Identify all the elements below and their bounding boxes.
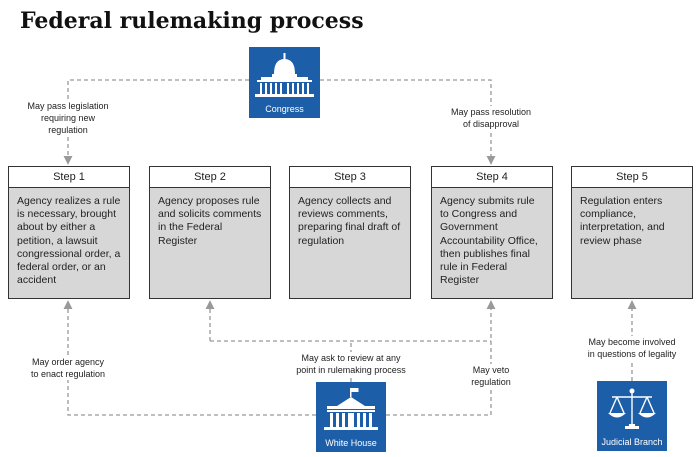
step-1-label: Step 1 — [9, 167, 129, 188]
step-2-label: Step 2 — [150, 167, 270, 188]
white-house-badge: White House — [316, 382, 386, 452]
step-1-box: Step 1 Agency realizes a rule is necessa… — [8, 166, 130, 299]
connector-whitehouse-to-step1 — [63, 300, 316, 416]
connector-whitehouse-review — [210, 301, 491, 382]
label-judicial-to-step5: May become involved in questions of lega… — [585, 336, 679, 360]
label-congress-to-step1: May pass legislation requiring new regul… — [25, 100, 111, 136]
step-2-text: Agency proposes rule and solicits commen… — [158, 195, 262, 247]
label-congress-to-step4: May pass resolution of disapproval — [448, 106, 534, 130]
label-whitehouse-review: May ask to review at any point in rulema… — [294, 352, 408, 376]
step-4-box: Step 4 Agency submits rule to Congress a… — [431, 166, 553, 299]
step-3-box: Step 3 Agency collects and reviews comme… — [289, 166, 411, 299]
step-2-box: Step 2 Agency proposes rule and solicits… — [149, 166, 271, 299]
judicial-branch-label: Judicial Branch — [601, 437, 663, 447]
step-5-label: Step 5 — [572, 167, 692, 188]
congress-badge: Congress — [249, 47, 320, 118]
step-3-label: Step 3 — [290, 167, 410, 188]
step-5-box: Step 5 Regulation enters compliance, int… — [571, 166, 693, 299]
congress-label: Congress — [265, 104, 304, 114]
connector-whitehouse-to-step4 — [386, 300, 496, 416]
step-4-text: Agency submits rule to Congress and Gove… — [440, 195, 538, 287]
step-3-text: Agency collects and reviews comments, pr… — [298, 195, 401, 247]
step-5-text: Regulation enters compliance, interpreta… — [580, 195, 665, 247]
step-4-label: Step 4 — [432, 167, 552, 188]
label-whitehouse-to-step1: May order agency to enact regulation — [28, 356, 108, 380]
white-house-label: White House — [325, 438, 377, 448]
connector-congress-to-step4 — [320, 79, 496, 165]
diagram-title: Federal rulemaking process — [20, 8, 364, 34]
judicial-branch-badge: Judicial Branch — [597, 381, 667, 451]
step-1-text: Agency realizes a rule is necessary, bro… — [17, 195, 121, 287]
label-whitehouse-to-step4: May veto regulation — [469, 364, 513, 388]
